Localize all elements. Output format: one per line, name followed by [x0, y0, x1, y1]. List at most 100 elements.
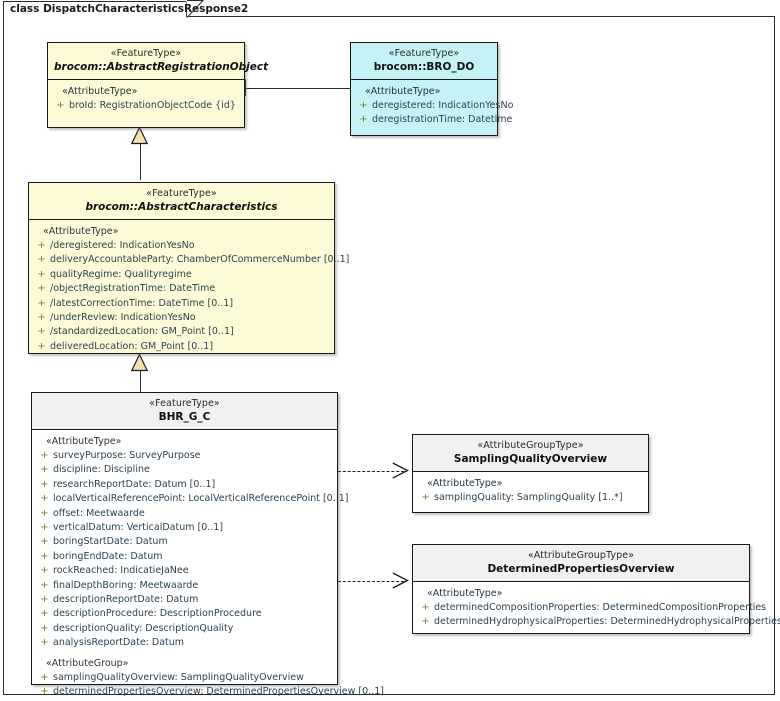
visibility-marker: +	[37, 254, 46, 266]
attribute-section-stereotype: «AttributeType»	[427, 478, 503, 489]
class-name: BHR_G_C	[158, 410, 211, 423]
attribute-text: /standardizedLocation: GM_Point [0..1]	[50, 326, 234, 338]
visibility-marker: +	[40, 608, 49, 620]
attribute-row: + surveyPurpose: SurveyPurpose	[36, 449, 333, 463]
visibility-marker: +	[40, 450, 49, 461]
class-attributes-abstract-characteristics: «AttributeType» + /deregistered: Indicat…	[29, 219, 349, 360]
class-box-sampling-quality-overview[interactable]: «AttributeGroupType» SamplingQualityOver…	[412, 434, 649, 513]
dependency-arrowhead-1	[392, 462, 409, 479]
class-header-abstract-characteristics: «FeatureType» brocom::AbstractCharacteri…	[29, 183, 334, 219]
class-name: brocom::BRO_DO	[373, 60, 475, 73]
attribute-text: /underReview: IndicationYesNo	[50, 312, 196, 324]
attribute-row: + deliveryAccountableParty: ChamberOfCom…	[33, 253, 349, 267]
class-box-bro-do[interactable]: «FeatureType» brocom::BRO_DO «AttributeT…	[350, 42, 513, 136]
visibility-marker: +	[40, 550, 49, 562]
attribute-text: surveyPurpose: SurveyPurpose	[53, 450, 201, 461]
attribute-text: samplingQuality: SamplingQuality [1..*]	[434, 492, 623, 503]
attribute-text: determinedPropertiesOverview: Determined…	[53, 686, 384, 698]
visibility-marker: +	[37, 340, 46, 352]
attribute-row: + samplingQualityOverview: SamplingQuali…	[36, 671, 333, 685]
class-stereotype: «FeatureType»	[149, 398, 220, 409]
visibility-marker: +	[40, 565, 49, 577]
attribute-row: + /objectRegistrationTime: DateTime	[33, 282, 330, 296]
attribute-text: offset: Meetwaarde	[53, 507, 145, 519]
title-tab-slant	[186, 0, 205, 18]
generalization-arrowhead-up-1	[130, 126, 149, 145]
visibility-marker: +	[40, 686, 49, 698]
class-header-determined-properties-overview: «AttributeGroupType» DeterminedPropertie…	[413, 545, 749, 581]
diagram-frame	[3, 16, 775, 695]
class-box-abstract-characteristics[interactable]: «FeatureType» brocom::AbstractCharacteri…	[28, 182, 349, 354]
attribute-row: + samplingQuality: SamplingQuality [1..*…	[417, 491, 644, 505]
attribute-section-stereotype: «AttributeType»	[365, 86, 441, 97]
visibility-marker: +	[40, 579, 49, 591]
attribute-row: + deregistrationTime: Datetime	[355, 113, 512, 127]
attribute-text: deliveryAccountableParty: ChamberOfComme…	[50, 254, 350, 266]
attribute-text: /deregistered: IndicationYesNo	[50, 240, 195, 251]
visibility-marker: +	[37, 268, 46, 280]
attribute-text: broId: RegistrationObjectCode {id}	[69, 100, 236, 111]
class-box-determined-properties-overview[interactable]: «AttributeGroupType» DeterminedPropertie…	[412, 544, 780, 636]
visibility-marker: +	[40, 622, 49, 634]
visibility-marker: +	[421, 492, 430, 503]
class-attributes-determined-properties-overview: «AttributeType» + determinedCompositionP…	[413, 581, 780, 636]
attribute-text: researchReportDate: Datum [0..1]	[53, 478, 216, 490]
class-header-bhr-g-c: «FeatureType» BHR_G_C	[32, 393, 337, 429]
attribute-text: descriptionProcedure: DescriptionProcedu…	[53, 608, 262, 620]
visibility-marker: +	[40, 493, 49, 505]
visibility-marker: +	[37, 312, 46, 324]
class-stereotype: «AttributeGroupType»	[477, 440, 584, 451]
class-header-abstract-registration-object: «FeatureType» brocom::AbstractRegistrati…	[48, 43, 268, 79]
attribute-row: + /underReview: IndicationYesNo	[33, 311, 330, 325]
attribute-row: + analysisReportDate: Datum	[36, 636, 333, 650]
attribute-row: + rockReached: IndicatieJaNee	[36, 564, 333, 578]
visibility-marker: +	[40, 637, 49, 649]
visibility-marker: +	[37, 283, 46, 295]
class-stereotype: «AttributeGroupType»	[527, 550, 635, 561]
attribute-section-stereotype: «AttributeType»	[43, 226, 119, 237]
attribute-section-stereotype: «AttributeType»	[46, 436, 122, 447]
attribute-row: + deregistered: IndicationYesNo	[355, 99, 513, 113]
attribute-row: + qualityRegime: Qualityregime	[33, 268, 330, 282]
attribute-row: + localVerticalReferencePoint: LocalVert…	[36, 492, 348, 506]
visibility-marker: +	[40, 478, 49, 490]
attribute-section-stereotype: «AttributeType»	[427, 588, 503, 599]
attribute-row: + deliveredLocation: GM_Point [0..1]	[33, 340, 330, 354]
class-attributes-bro-do: «AttributeType» + deregistered: Indicati…	[351, 79, 513, 134]
visibility-marker: +	[40, 671, 49, 683]
attribute-row: + descriptionQuality: DescriptionQuality	[36, 622, 333, 636]
visibility-marker: +	[37, 326, 46, 338]
attribute-row: + determinedCompositionProperties: Deter…	[417, 601, 766, 615]
attribute-row: + /deregistered: IndicationYesNo	[33, 239, 330, 253]
attribute-text: boringEndDate: Datum	[53, 550, 163, 562]
dependency-arrowhead-2	[392, 572, 409, 589]
class-attributes-sampling-quality-overview: «AttributeType» + samplingQuality: Sampl…	[413, 471, 648, 511]
attribute-text: boringStartDate: Datum	[53, 536, 168, 548]
attribute-text: qualityRegime: Qualityregime	[50, 268, 192, 280]
visibility-marker: +	[56, 100, 65, 111]
attribute-text: determinedHydrophysicalProperties: Deter…	[434, 616, 780, 628]
attribute-text: verticalDatum: VerticalDatum [0..1]	[53, 522, 224, 534]
class-box-bhr-g-c[interactable]: «FeatureType» BHR_G_C «AttributeType» + …	[31, 392, 384, 697]
class-name: brocom::AbstractCharacteristics	[85, 200, 278, 213]
class-header-sampling-quality-overview: «AttributeGroupType» SamplingQualityOver…	[413, 435, 648, 471]
class-stereotype: «FeatureType»	[110, 48, 182, 59]
visibility-marker: +	[359, 114, 368, 126]
visibility-marker: +	[37, 297, 46, 309]
visibility-marker: +	[37, 240, 46, 251]
attribute-text: descriptionReportDate: Datum	[53, 594, 199, 606]
attribute-text: deregistered: IndicationYesNo	[372, 100, 514, 111]
attribute-row: + discipline: Discipline	[36, 463, 333, 477]
attribute-row: + /standardizedLocation: GM_Point [0..1]	[33, 325, 330, 339]
attribute-group-section-stereotype: «AttributeGroup»	[46, 657, 129, 669]
attribute-text: deliveredLocation: GM_Point [0..1]	[50, 340, 214, 352]
attribute-row: + descriptionReportDate: Datum	[36, 593, 333, 607]
diagram-title: class DispatchCharacteristicsResponse2	[10, 3, 249, 15]
class-name: DeterminedPropertiesOverview	[487, 562, 675, 575]
class-stereotype: «FeatureType»	[146, 188, 217, 199]
attribute-row: + boringStartDate: Datum	[36, 535, 333, 549]
attribute-row: + /latestCorrectionTime: DateTime [0..1]	[33, 297, 330, 311]
class-box-abstract-registration-object[interactable]: «FeatureType» brocom::AbstractRegistrati…	[47, 42, 268, 128]
attribute-section-stereotype: «AttributeType»	[62, 86, 138, 97]
